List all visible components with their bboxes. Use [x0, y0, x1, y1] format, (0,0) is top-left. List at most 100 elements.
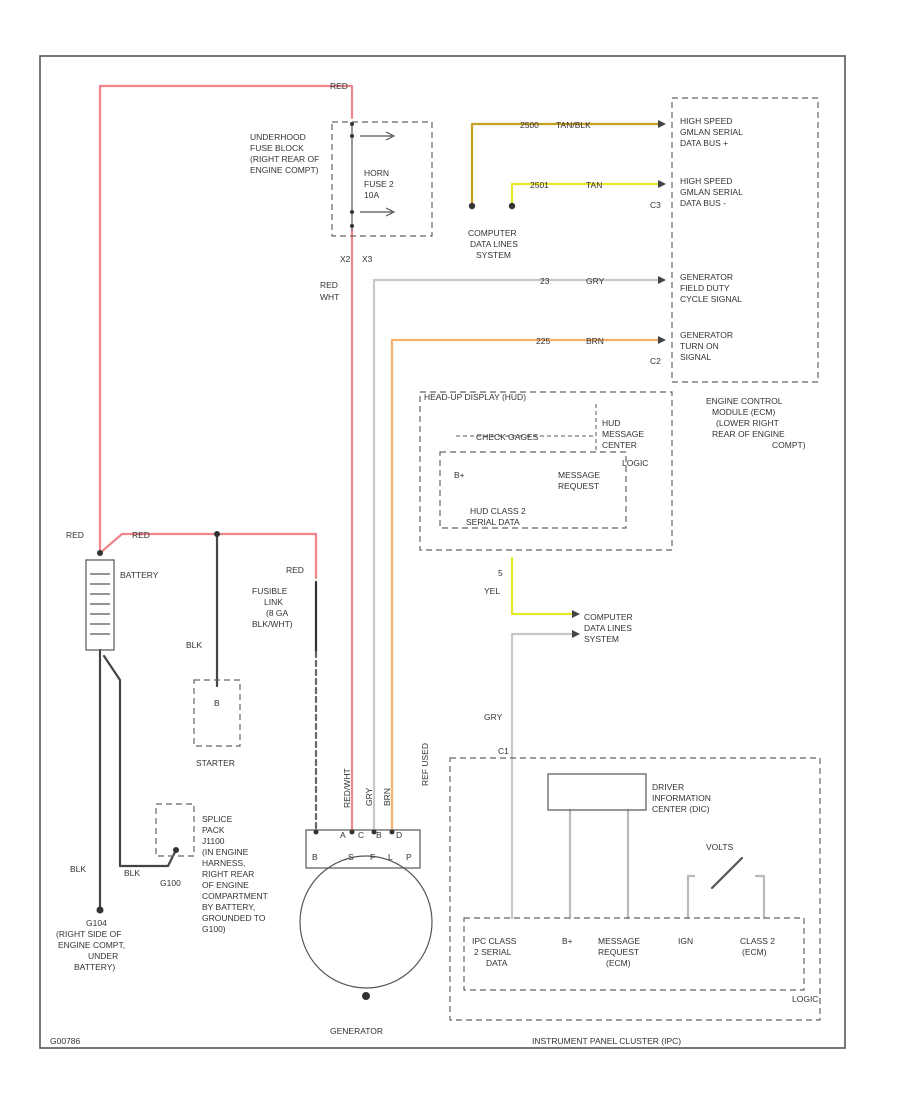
wire-tan-blk-gmlan-plus — [470, 122, 660, 206]
svg-text:HORN: HORN — [364, 168, 389, 178]
svg-text:INFORMATION: INFORMATION — [652, 793, 711, 803]
svg-text:10A: 10A — [364, 190, 379, 200]
hud-logic: LOGIC — [622, 458, 648, 468]
gen-field-label: GENERATOR FIELD DUTY CYCLE SIGNAL — [680, 272, 742, 304]
ecm-box — [671, 97, 819, 383]
svg-text:FUSIBLE: FUSIBLE — [252, 586, 288, 596]
hud-message-center-label: HUD MESSAGE CENTER — [602, 418, 644, 450]
wire-label-red-wht-1: RED — [320, 280, 338, 290]
splice-ground-label: G100 — [160, 878, 181, 888]
svg-text:RIGHT REAR: RIGHT REAR — [202, 869, 254, 879]
wire-label-red-fusible: RED — [286, 565, 304, 575]
svg-text:SPLICE: SPLICE — [202, 814, 233, 824]
wire-label-brn-vertical: BRN — [382, 788, 392, 806]
hud-box — [419, 391, 673, 551]
hs-bus-plus-label: HIGH SPEED GMLAN SERIAL DATA BUS + — [680, 116, 743, 148]
svg-text:A: A — [340, 830, 346, 840]
ecm-connector-c3: C3 — [650, 200, 661, 210]
svg-text:(ECM): (ECM) — [742, 947, 767, 957]
svg-text:D: D — [396, 830, 402, 840]
svg-text:LINK: LINK — [264, 597, 283, 607]
svg-text:GENERATOR: GENERATOR — [680, 272, 733, 282]
connector-arrows — [572, 120, 666, 638]
svg-text:REQUEST: REQUEST — [598, 947, 639, 957]
svg-text:CYCLE SIGNAL: CYCLE SIGNAL — [680, 294, 742, 304]
svg-text:BATTERY): BATTERY) — [74, 962, 115, 972]
gen-turnon-label: GENERATOR TURN ON SIGNAL — [680, 330, 733, 362]
hud-title: HEAD-UP DISPLAY (HUD) — [424, 392, 526, 402]
wire-label-gry-vertical: GRY — [364, 787, 374, 806]
svg-text:HUD: HUD — [602, 418, 620, 428]
ecm-connector-c2: C2 — [650, 356, 661, 366]
svg-text:2 SERIAL: 2 SERIAL — [474, 947, 512, 957]
svg-text:HUD CLASS 2: HUD CLASS 2 — [470, 506, 526, 516]
svg-text:(RIGHT SIDE OF: (RIGHT SIDE OF — [56, 929, 122, 939]
svg-text:(LOWER RIGHT: (LOWER RIGHT — [716, 418, 779, 428]
svg-text:DATA LINES: DATA LINES — [470, 239, 518, 249]
svg-text:MESSAGE: MESSAGE — [602, 429, 644, 439]
svg-text:ENGINE COMPT,: ENGINE COMPT, — [58, 940, 125, 950]
svg-text:ENGINE CONTROL: ENGINE CONTROL — [706, 396, 783, 406]
svg-text:G104: G104 — [86, 918, 107, 928]
svg-text:COMPARTMENT: COMPARTMENT — [202, 891, 268, 901]
hs-bus-minus-label: HIGH SPEED GMLAN SERIAL DATA BUS - — [680, 176, 743, 208]
hud-message-request-label: MESSAGE REQUEST — [558, 470, 600, 491]
wire-yel-hud-class2 — [510, 556, 574, 616]
svg-text:BLK/WHT): BLK/WHT) — [252, 619, 293, 629]
svg-text:DATA: DATA — [486, 958, 508, 968]
hud-internals — [456, 404, 597, 452]
svg-text:TURN ON: TURN ON — [680, 341, 719, 351]
svg-text:HIGH SPEED: HIGH SPEED — [680, 176, 732, 186]
generator-connector — [305, 829, 421, 869]
svg-text:HARNESS,: HARNESS, — [202, 858, 245, 868]
svg-text:DRIVER: DRIVER — [652, 782, 684, 792]
dic-box — [547, 773, 647, 811]
svg-text:REAR OF ENGINE: REAR OF ENGINE — [712, 429, 785, 439]
figure-id: G00786 — [50, 1036, 81, 1046]
hud-check-gages: CHECK GAGES — [476, 432, 539, 442]
svg-text:(IN ENGINE: (IN ENGINE — [202, 847, 249, 857]
generator-label: GENERATOR — [330, 1026, 383, 1036]
dic-label: DRIVER INFORMATION CENTER (DIC) — [652, 782, 711, 814]
svg-text:(8 GA: (8 GA — [266, 608, 289, 618]
wire-gry-ipc-class2 — [510, 632, 574, 920]
wire-label-blk-starter: BLK — [186, 640, 202, 650]
splice-pack-box — [155, 803, 195, 857]
computer-data-lines-top-label: COMPUTER DATA LINES SYSTEM — [468, 228, 518, 260]
svg-text:SIGNAL: SIGNAL — [680, 352, 711, 362]
svg-text:FIELD DUTY: FIELD DUTY — [680, 283, 730, 293]
wire-blk-splice — [102, 654, 178, 868]
ipc-class2-label: IPC CLASS 2 SERIAL DATA — [472, 936, 517, 968]
connector-dots — [96, 122, 516, 914]
ref-used-label: REF USED — [420, 743, 430, 786]
svg-text:HIGH SPEED: HIGH SPEED — [680, 116, 732, 126]
wire-label-brn: BRN — [586, 336, 604, 346]
generator-terminals: B S F L P — [312, 852, 412, 862]
svg-text:C: C — [358, 830, 364, 840]
svg-text:GMLAN SERIAL: GMLAN SERIAL — [680, 127, 743, 137]
svg-text:DATA BUS +: DATA BUS + — [680, 138, 728, 148]
wire-ipc-ign — [686, 874, 696, 920]
wire-label-5: 5 — [498, 568, 503, 578]
generator-body — [299, 855, 433, 989]
ipc-connector-c1: C1 — [498, 746, 509, 756]
svg-text:GROUNDED TO: GROUNDED TO — [202, 913, 266, 923]
wire-label-2500: 2500 — [520, 120, 539, 130]
svg-text:F: F — [370, 852, 375, 862]
hud-serial-label: HUD CLASS 2 SERIAL DATA — [466, 506, 526, 527]
svg-text:REQUEST: REQUEST — [558, 481, 599, 491]
svg-text:COMPT): COMPT) — [772, 440, 806, 450]
svg-text:COMPUTER: COMPUTER — [584, 612, 633, 622]
wire-label-blk-splice: BLK — [124, 868, 140, 878]
ipc-logic: LOGIC — [792, 994, 818, 1004]
fuse-pin-x3: X3 — [362, 254, 373, 264]
svg-text:UNDER: UNDER — [88, 951, 118, 961]
svg-text:G100): G100) — [202, 924, 226, 934]
wire-label-gry-top: GRY — [586, 276, 605, 286]
volts-label: VOLTS — [706, 842, 734, 852]
ipc-message-request-label: MESSAGE REQUEST (ECM) — [598, 936, 640, 968]
svg-text:GENERATOR: GENERATOR — [680, 330, 733, 340]
diagram-frame — [39, 55, 846, 1049]
svg-text:B: B — [312, 852, 318, 862]
